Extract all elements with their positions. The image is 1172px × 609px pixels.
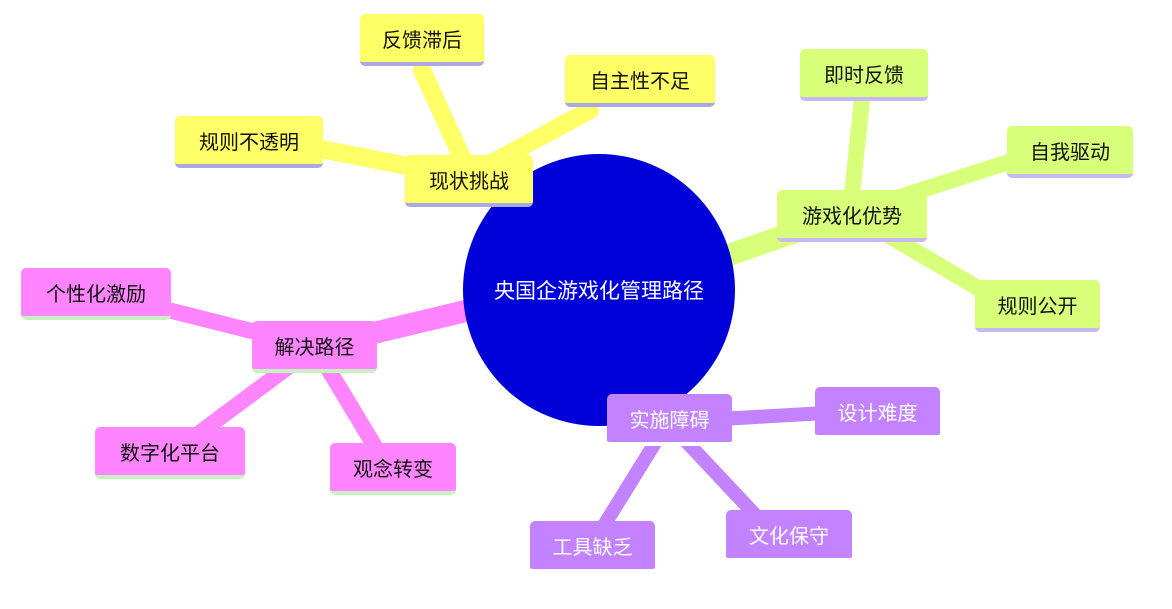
topic-mindset-change: 观念转变 — [330, 443, 456, 495]
branch-gamification-advantages: 游戏化优势 — [777, 190, 927, 242]
topic-opaque-rules: 规则不透明 — [175, 116, 323, 168]
topic-open-rules: 规则公开 — [975, 280, 1100, 332]
topic-feedback-delay: 反馈滞后 — [360, 14, 484, 66]
branch-implementation-barriers: 实施障碍 — [607, 394, 732, 446]
topic-low-autonomy: 自主性不足 — [565, 55, 715, 107]
branch-current-challenges: 现状挑战 — [405, 155, 533, 207]
branch-solution-path: 解决路径 — [252, 321, 377, 373]
topic-digital-platform: 数字化平台 — [95, 427, 245, 479]
topic-lack-of-tools: 工具缺乏 — [530, 521, 655, 573]
topic-design-difficulty: 设计难度 — [815, 387, 940, 439]
topic-personalized-incentives: 个性化激励 — [21, 268, 171, 320]
topic-conservative-culture: 文化保守 — [726, 510, 852, 562]
topic-instant-feedback: 即时反馈 — [800, 49, 928, 101]
topic-self-driven: 自我驱动 — [1007, 126, 1133, 178]
